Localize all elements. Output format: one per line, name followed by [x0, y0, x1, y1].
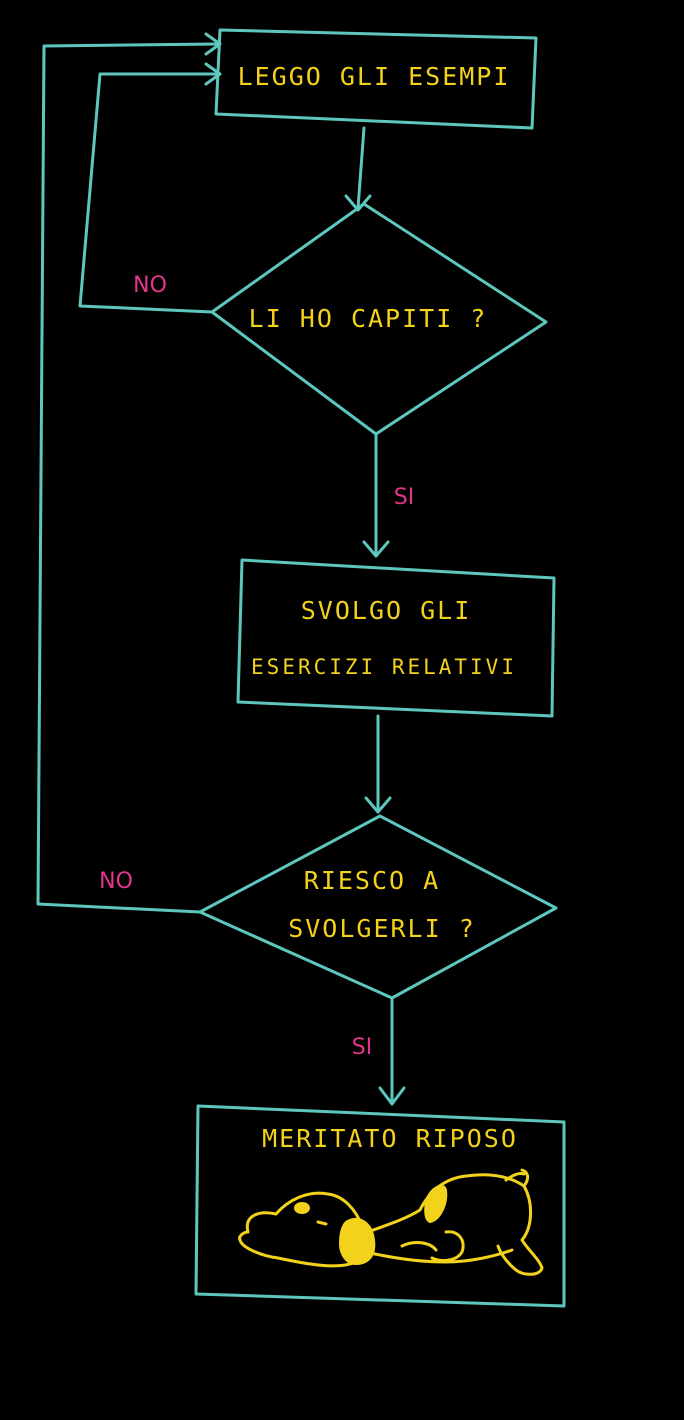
node-rest-box	[194, 1104, 566, 1308]
edge-understood-no: NO	[78, 62, 222, 314]
node-can-solve-line2: SVOLGERLI ?	[288, 914, 476, 943]
edge-can-solve-yes-label: SI	[352, 1035, 372, 1060]
edge-can-solve-no-label: NO	[99, 869, 133, 894]
node-understood: LI HO CAPITI ?	[210, 202, 548, 436]
arrowhead-icon	[364, 796, 392, 814]
node-read-examples: LEGGO GLI ESEMPI	[214, 28, 538, 130]
node-rest-label: MERITATO RIPOSO	[262, 1124, 518, 1153]
arrowhead-icon	[378, 1086, 406, 1106]
node-can-solve: RIESCO A SVOLGERLI ?	[198, 814, 558, 1000]
node-do-exercises-line2: ESERCIZI RELATIVI	[251, 655, 517, 679]
edge-understood-yes-label: SI	[394, 485, 414, 510]
node-do-exercises: SVOLGO GLI ESERCIZI RELATIVI	[236, 558, 556, 718]
edge-exercises-to-can-solve	[364, 714, 392, 814]
arrowhead-icon	[204, 32, 222, 56]
sleeping-dog-icon	[238, 1168, 544, 1276]
edge-can-solve-no: NO	[36, 32, 222, 914]
node-read-examples-label: LEGGO GLI ESEMPI	[238, 62, 511, 91]
node-can-solve-diamond	[198, 814, 558, 1000]
node-do-exercises-box	[236, 558, 556, 718]
edge-read-to-understood	[344, 126, 372, 212]
node-rest: MERITATO RIPOSO	[194, 1104, 566, 1308]
edge-can-solve-yes: SI	[352, 996, 406, 1106]
node-read-examples-box	[214, 28, 538, 130]
node-do-exercises-line1: SVOLGO GLI	[301, 596, 472, 625]
arrowhead-icon	[362, 540, 390, 558]
arrowhead-icon	[204, 62, 222, 86]
arrowhead-icon	[344, 194, 372, 212]
node-can-solve-line1: RIESCO A	[304, 866, 440, 895]
edge-understood-yes: SI	[362, 432, 414, 558]
node-understood-label: LI HO CAPITI ?	[249, 304, 488, 333]
edge-understood-no-label: NO	[133, 273, 167, 298]
